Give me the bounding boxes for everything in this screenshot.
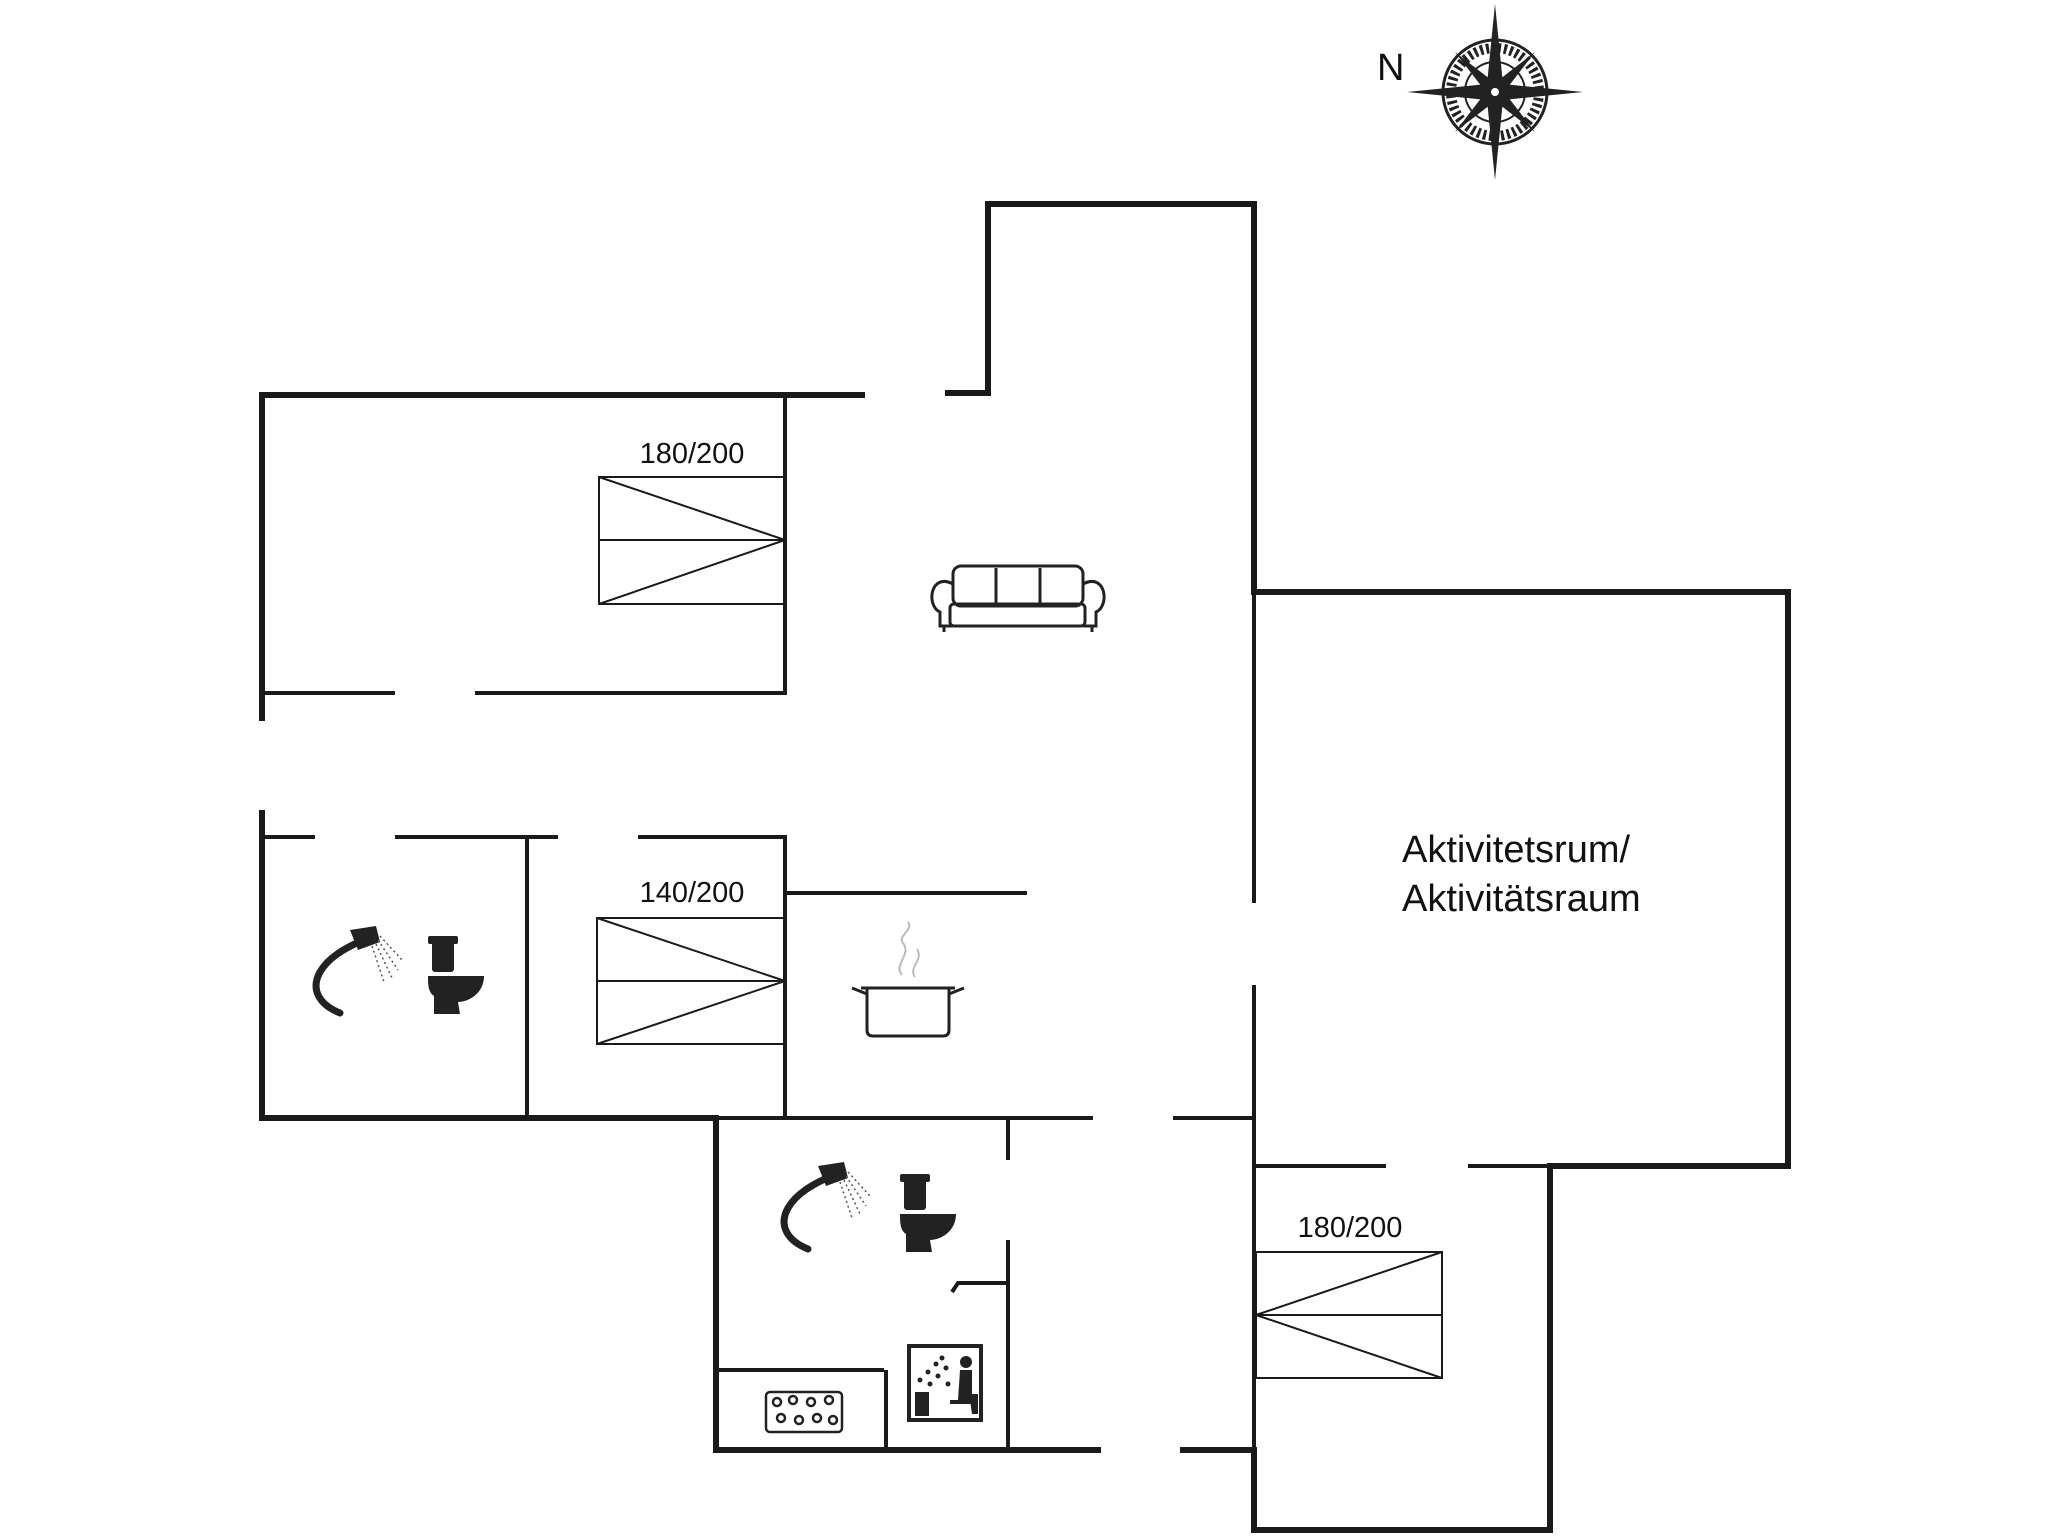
bed-1-size-label: 180/200 — [640, 438, 745, 470]
compass-north-label: N — [1377, 47, 1404, 89]
shower-icon — [312, 926, 403, 1017]
bed-1 — [598, 476, 786, 605]
shower-icon — [780, 1162, 871, 1253]
cooking-pot-icon — [851, 921, 965, 1038]
activity-room-label: Aktivitetsrum/ Aktivitätsraum — [1402, 829, 1641, 920]
toilet-icon — [900, 1174, 956, 1252]
bed-3-size-label: 180/200 — [1298, 1212, 1403, 1244]
interior-walls — [262, 395, 1550, 1450]
bed-2 — [596, 917, 786, 1045]
toilet-icon — [428, 936, 484, 1014]
sauna-icon — [907, 1344, 983, 1422]
activity-room-label-line1: Aktivitetsrum/ — [1402, 829, 1630, 871]
compass-rose-icon — [1407, 4, 1583, 180]
bed-2-size-label: 140/200 — [640, 877, 745, 909]
bed-3 — [1255, 1251, 1443, 1379]
activity-room-label-line2: Aktivitätsraum — [1402, 878, 1641, 920]
sofa-icon — [930, 564, 1106, 632]
hot-tub-icon — [764, 1390, 844, 1434]
